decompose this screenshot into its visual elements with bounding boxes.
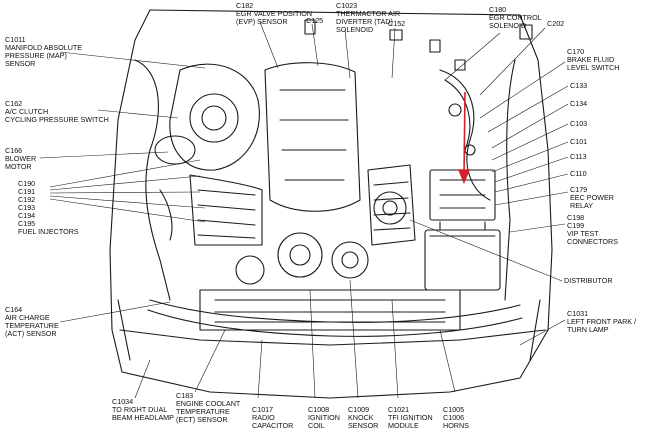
label-c110: C110 — [570, 169, 587, 178]
label-c202: C202 — [547, 19, 565, 28]
intake-plenum — [264, 62, 361, 212]
label-c134: C134 — [570, 99, 588, 108]
label-ac-clutch-switch: C162 A/C CLUTCH CYCLING PRESSURE SWITCH — [5, 99, 109, 124]
label-egr-solenoid: C180 EGR CONTROL SOLENOID — [489, 5, 542, 30]
label-c103: C103 — [570, 119, 588, 128]
label-park-turn-lamp: C1031 LEFT FRONT PARK / TURN LAMP — [567, 309, 637, 334]
cowl-line — [149, 9, 521, 16]
radiator-support — [119, 329, 546, 346]
label-c101: C101 — [570, 137, 588, 146]
label-eec-power-relay: C179 EEC POWER RELAY — [570, 185, 614, 210]
label-knock-sensor: C1009 KNOCK SENSOR — [348, 405, 379, 430]
label-evp-sensor: C182 EGR VALVE POSITION (EVP) SENSOR — [236, 1, 313, 26]
label-radio-capacitor: C1017 RADIO CAPACITOR — [252, 405, 294, 430]
label-c113: C113 — [570, 152, 587, 161]
label-horns: C1005 C1006 HORNS — [443, 405, 469, 430]
label-c152: C152 — [388, 19, 406, 28]
label-ect-sensor: C183 ENGINE COOLANT TEMPERATURE (ECT) SE… — [176, 391, 241, 424]
label-c125: C125 — [306, 16, 324, 25]
label-distributor: DISTRIBUTOR — [564, 276, 613, 285]
label-blower-motor: C166 BLOWER MOTOR — [5, 146, 37, 171]
battery — [424, 229, 501, 291]
label-fuel-injectors: C190 C191 C192 C193 C194 C195 FUEL INJEC… — [18, 179, 79, 236]
label-vip-test-connectors: C198 C199 VIP TEST CONNECTORS — [567, 213, 618, 246]
label-tfi-module: C1021 TFI IGNITION MODULE — [388, 405, 433, 430]
label-map-sensor: C1011 MANIFOLD ABSOLUTE PRESSURE (MAP) S… — [5, 35, 83, 68]
label-ignition-coil: C1008 IGNITION COIL — [308, 405, 340, 430]
label-tad-solenoid: C1023 THERMACTOR AIR DIVERTER (TAD) SOLE… — [336, 1, 401, 34]
distributor-cap — [373, 191, 407, 225]
label-headlamp: C1034 TO RIGHT DUAL BEAM HEADLAMP — [112, 397, 174, 422]
label-brake-fluid-switch: C170 BRAKE FLUID LEVEL SWITCH — [567, 47, 620, 72]
label-act-sensor: C164 AIR CHARGE TEMPERATURE (ACT) SENSOR — [5, 305, 59, 338]
label-c133: C133 — [570, 81, 588, 90]
red-arrow — [457, 91, 471, 185]
body-outline — [109, 9, 553, 399]
air-cleaner — [169, 63, 260, 171]
